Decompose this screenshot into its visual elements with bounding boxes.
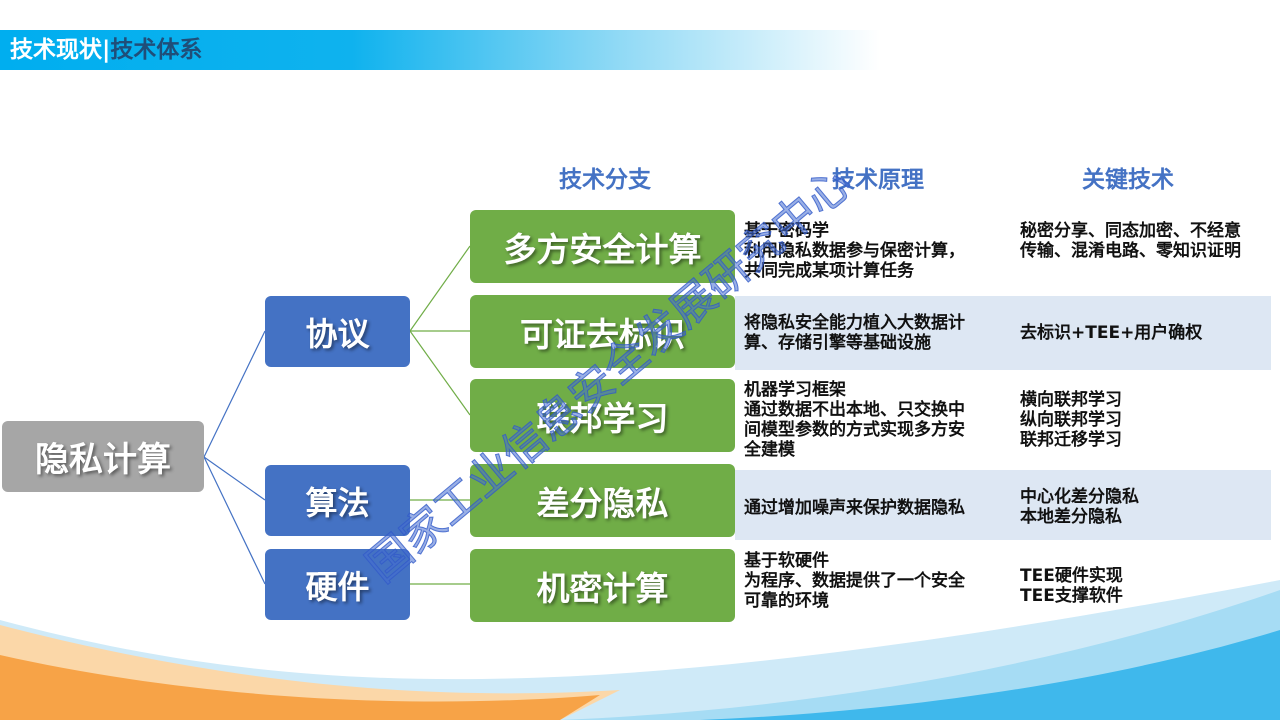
column-title-principle: 技术原理 [832, 167, 924, 193]
key-tech-line: TEE硬件实现 [1020, 566, 1123, 586]
bottom-decoration [0, 580, 1280, 720]
key-tech-line: 联邦迁移学习 [1020, 430, 1122, 450]
principle-line: 全建模 [744, 440, 795, 460]
column-title-key-tech: 关键技术 [1082, 167, 1174, 193]
principle-deid: 将隐私安全能力植入大数据计算、存储引擎等基础设施 [744, 296, 994, 370]
header-bar: 技术现状|技术体系 [0, 30, 880, 70]
principle-line: 共同完成某项计算任务 [744, 261, 914, 281]
header-title-page: 技术体系 [110, 37, 203, 63]
principle-fl: 机器学习框架通过数据不出本地、只交换中间模型参数的方式实现多方安全建模 [744, 375, 994, 465]
key-tech-line: 纵向联邦学习 [1020, 410, 1122, 430]
connector-protocol-fl [409, 330, 471, 416]
branch-mpc: 多方安全计算 [470, 210, 735, 283]
category-hardware: 硬件 [265, 549, 410, 620]
principle-line: 利用隐私数据参与保密计算， [744, 241, 965, 261]
principle-cc: 基于软硬件为程序、数据提供了一个安全可靠的环境 [744, 545, 994, 617]
row-band [735, 470, 1271, 540]
principle-line: 可靠的环境 [744, 591, 829, 611]
principle-line: 间模型参数的方式实现多方安 [744, 420, 965, 440]
key-tech-line: 秘密分享、同态加密、不经意 [1020, 221, 1241, 241]
key-tech-dp: 中心化差分隐私本地差分隐私 [1020, 470, 1270, 544]
principle-line: 基于软硬件 [744, 551, 829, 571]
principle-line: 算、存储引擎等基础设施 [744, 333, 931, 353]
column-title-branch: 技术分支 [559, 167, 651, 193]
key-tech-line: 去标识+TEE+用户确权 [1020, 323, 1203, 343]
category-algorithm: 算法 [265, 465, 410, 536]
principle-line: 通过增加噪声来保护数据隐私 [744, 498, 965, 518]
key-tech-line: 横向联邦学习 [1020, 390, 1122, 410]
header-title-section: 技术现状 [10, 37, 102, 63]
key-tech-line: 中心化差分隐私 [1020, 487, 1139, 507]
key-tech-deid: 去标识+TEE+用户确权 [1020, 296, 1270, 370]
branch-confidential-computing: 机密计算 [470, 549, 735, 622]
key-tech-line: TEE支撑软件 [1020, 586, 1123, 606]
category-protocol: 协议 [265, 296, 410, 367]
principle-line: 基于密码学 [744, 221, 829, 241]
header-separator: | [102, 37, 111, 63]
principle-line: 为程序、数据提供了一个安全 [744, 571, 965, 591]
connector-lines [203, 245, 471, 585]
branch-deidentification: 可证去标识 [470, 295, 735, 368]
branch-federated-learning: 联邦学习 [470, 379, 735, 452]
connector-root-algorithm [203, 456, 266, 501]
key-tech-fl: 横向联邦学习纵向联邦学习联邦迁移学习 [1020, 380, 1270, 460]
principle-line: 通过数据不出本地、只交换中 [744, 400, 965, 420]
principle-mpc: 基于密码学利用隐私数据参与保密计算，共同完成某项计算任务 [744, 217, 994, 285]
connector-protocol-mpc [409, 245, 471, 332]
principle-line: 机器学习框架 [744, 380, 846, 400]
branch-differential-privacy: 差分隐私 [470, 464, 735, 537]
root-node-privacy-computing: 隐私计算 [2, 421, 204, 492]
principle-dp: 通过增加噪声来保护数据隐私 [744, 470, 994, 546]
key-tech-line: 本地差分隐私 [1020, 507, 1122, 527]
key-tech-mpc: 秘密分享、同态加密、不经意传输、混淆电路、零知识证明 [1020, 217, 1270, 265]
connector-root-hardware [203, 456, 266, 585]
key-tech-line: 传输、混淆电路、零知识证明 [1020, 241, 1241, 261]
row-band [735, 296, 1271, 370]
principle-line: 将隐私安全能力植入大数据计 [744, 313, 965, 333]
connector-root-protocol [203, 330, 266, 458]
